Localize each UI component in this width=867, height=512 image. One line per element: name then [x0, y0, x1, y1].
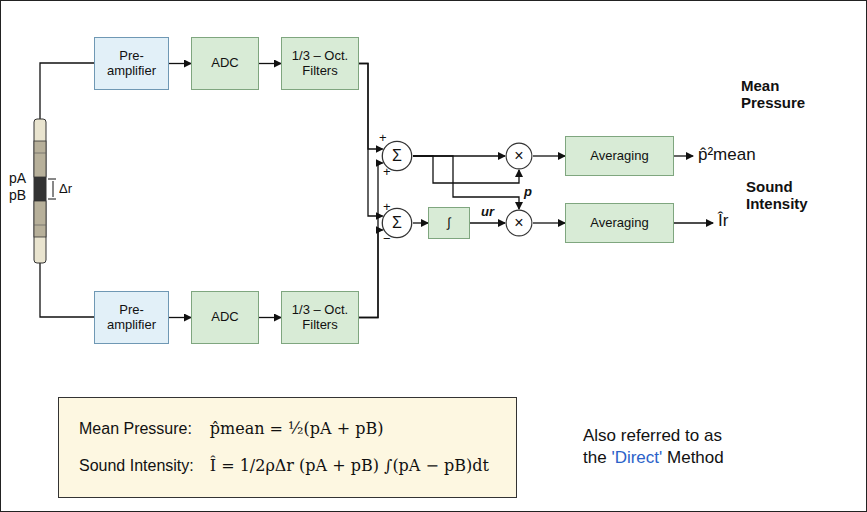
- node-text: Pre-amplifier: [95, 303, 168, 333]
- signal-connector: [259, 317, 281, 318]
- sign-label: +: [383, 200, 391, 214]
- signal-connector: [533, 155, 565, 156]
- signal-connector: [169, 317, 191, 318]
- signal-connector: [359, 163, 383, 318]
- signal-connector: [413, 156, 519, 183]
- signal-label: ur: [481, 205, 494, 219]
- output-arrow: [674, 222, 713, 223]
- sign-label: +: [379, 131, 387, 145]
- note-text: Method: [667, 448, 724, 467]
- filter-box: 1/3 – Oct. Filters: [281, 291, 359, 344]
- node-text: 1/3 – Oct. Filters: [282, 303, 358, 333]
- output-arrow: [674, 155, 693, 156]
- note-text: the: [583, 448, 607, 467]
- method-note: Also referred to as the'Direct' Method: [583, 425, 728, 469]
- filter-box: 1/3 – Oct. Filters: [281, 37, 359, 90]
- signal-connector: [359, 230, 383, 318]
- signal-connector: [259, 63, 281, 64]
- formula-box: Mean Pressure: p̂mean = ½(pA + pB) Sound I…: [58, 397, 517, 498]
- signal-connector: [413, 156, 519, 209]
- pressure-signal: pA: [9, 171, 26, 186]
- node-text: Averaging: [590, 216, 648, 231]
- signal-label: p: [524, 185, 532, 199]
- signal-connector: [413, 222, 428, 223]
- probe-wire: [40, 63, 96, 119]
- integrator-box: ∫: [428, 207, 470, 239]
- output-title: Sound Intensity: [746, 178, 826, 213]
- signal-connector: [470, 222, 505, 223]
- multiply-circle: ×: [505, 209, 533, 237]
- node-text: ∫: [447, 216, 451, 231]
- averaging-box: Averaging: [565, 136, 674, 176]
- note-line: the'Direct' Method: [583, 447, 728, 469]
- sign-label: +: [383, 165, 391, 179]
- formula-name: Mean Pressure:: [79, 420, 194, 438]
- sign-label: −: [383, 232, 391, 246]
- node-text: Averaging: [590, 149, 648, 164]
- node-text: 1/3 – Oct. Filters: [282, 49, 358, 79]
- formula-text: p̂mean = ½(pA + pB): [210, 420, 489, 438]
- signal-connector: [533, 222, 565, 223]
- node-text: ×: [514, 214, 523, 232]
- preamp-box: Pre-amplifier: [94, 37, 169, 90]
- signal-connector: [169, 63, 191, 64]
- adc-box: ADC: [191, 37, 259, 90]
- note-text: Also referred to as: [583, 426, 722, 445]
- intensity-probe: [34, 119, 46, 263]
- output-value: Îr: [718, 212, 728, 231]
- pressure-signal: pB: [9, 188, 26, 203]
- preamp-box: Pre-amplifier: [94, 291, 169, 344]
- node-text: ADC: [211, 310, 238, 325]
- note-line: Also referred to as: [583, 425, 728, 447]
- averaging-box: Averaging: [565, 203, 674, 243]
- formula-name: Sound Intensity:: [79, 457, 194, 475]
- probe-wire: [40, 263, 96, 317]
- output-title: Mean Pressure: [741, 77, 821, 112]
- adc-box: ADC: [191, 291, 259, 344]
- node-text: ADC: [211, 56, 238, 71]
- node-text: Pre-amplifier: [95, 49, 168, 79]
- spacer-distance: Δr: [59, 182, 72, 196]
- node-text: Σ: [392, 214, 402, 232]
- output-value: p̂²mean: [698, 146, 756, 165]
- formula-text: Î = 1/2ρΔr (pA + pB) ∫(pA − pB)dt: [210, 457, 489, 475]
- spacer-dimension: [48, 179, 56, 199]
- method-name: 'Direct': [611, 448, 662, 467]
- node-text: Σ: [392, 147, 402, 165]
- node-text: ×: [514, 147, 523, 165]
- multiply-circle: ×: [505, 142, 533, 170]
